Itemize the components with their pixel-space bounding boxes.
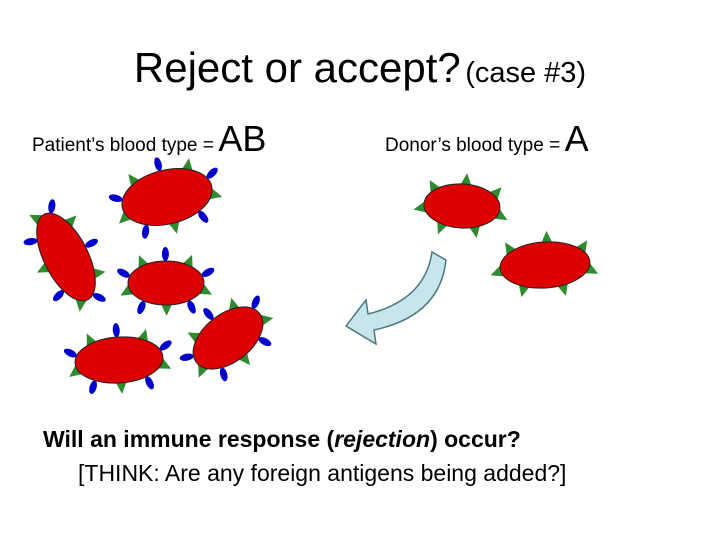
- patient-cell-5: [63, 323, 172, 395]
- antigen-a-marker: [575, 240, 588, 255]
- antigen-a-marker: [128, 173, 141, 188]
- red-blood-cell-body: [127, 260, 205, 306]
- patient-type-value: AB: [218, 118, 267, 159]
- antigen-a-marker: [160, 302, 173, 316]
- patient-label: Patient’s blood type =: [32, 135, 214, 156]
- antigen-b-marker: [48, 199, 56, 214]
- antigen-b-marker: [108, 194, 123, 203]
- antigen-b-marker: [92, 292, 106, 302]
- antigen-b-marker: [219, 367, 228, 382]
- patient-cell-1: [108, 157, 223, 239]
- red-blood-cell-body: [74, 336, 164, 384]
- antigen-a-marker: [237, 351, 251, 366]
- antigen-b-marker: [161, 247, 169, 262]
- antigen-b-marker: [145, 376, 154, 390]
- antigen-b-marker: [258, 337, 272, 347]
- antigen-b-marker: [23, 237, 38, 246]
- red-blood-cell-body: [192, 306, 264, 370]
- antigen-b-marker: [187, 300, 196, 314]
- title-main: Reject or accept?: [133, 44, 461, 91]
- patient-cell-2: [23, 199, 106, 312]
- antigen-b-marker: [53, 290, 64, 302]
- patient-blood-type: Patient’s blood type = AB: [32, 118, 266, 160]
- antigen-b-marker: [198, 210, 209, 223]
- antigen-b-marker: [117, 268, 130, 278]
- antigen-a-marker: [118, 210, 133, 224]
- antigen-b-marker: [154, 157, 162, 172]
- question-text: Will an immune response (rejection) occu…: [43, 426, 521, 452]
- antigen-b-marker: [112, 323, 120, 338]
- antigen-b-marker: [203, 308, 214, 320]
- transfusion-arrow: [344, 250, 447, 346]
- antigen-a-marker: [62, 215, 77, 229]
- antigen-b-marker: [141, 224, 150, 239]
- slide-title: Reject or accept? (case #3): [0, 44, 720, 92]
- antigen-b-marker: [85, 238, 98, 248]
- antigen-a-marker: [488, 187, 502, 201]
- donor-type-value: A: [564, 118, 589, 159]
- donor-cell-1: [413, 173, 508, 239]
- red-blood-cell-body: [36, 212, 96, 302]
- red-blood-cell-body: [121, 168, 213, 226]
- antigen-b-marker: [89, 380, 97, 395]
- rejection-emphasis: rejection: [334, 426, 431, 452]
- donor-label: Donor’s blood type =: [385, 135, 561, 156]
- patient-cell-3: [117, 247, 215, 316]
- donor-cell-2: [490, 230, 599, 298]
- title-case-number: (case #3): [465, 57, 587, 89]
- antigen-a-marker: [75, 298, 88, 312]
- antigen-b-marker: [251, 295, 260, 309]
- antigen-b-marker: [159, 340, 172, 351]
- antigen-b-marker: [179, 353, 194, 361]
- red-blood-cell-body: [499, 241, 591, 289]
- antigen-b-marker: [206, 167, 218, 179]
- antigen-a-marker: [505, 242, 518, 257]
- antigen-b-marker: [201, 267, 215, 278]
- antigen-a-marker: [115, 380, 128, 394]
- antigen-b-marker: [63, 348, 77, 358]
- antigen-b-marker: [137, 300, 146, 315]
- red-blood-cell-body: [423, 183, 501, 229]
- antigen-a-marker: [69, 364, 84, 377]
- antigen-a-marker: [540, 230, 553, 245]
- patient-cell-4: [179, 295, 274, 382]
- think-prompt: [THINK: Are any foreign antigens being a…: [78, 460, 567, 486]
- donor-blood-type: Donor’s blood type = A: [385, 118, 589, 160]
- antigen-a-marker: [459, 173, 472, 187]
